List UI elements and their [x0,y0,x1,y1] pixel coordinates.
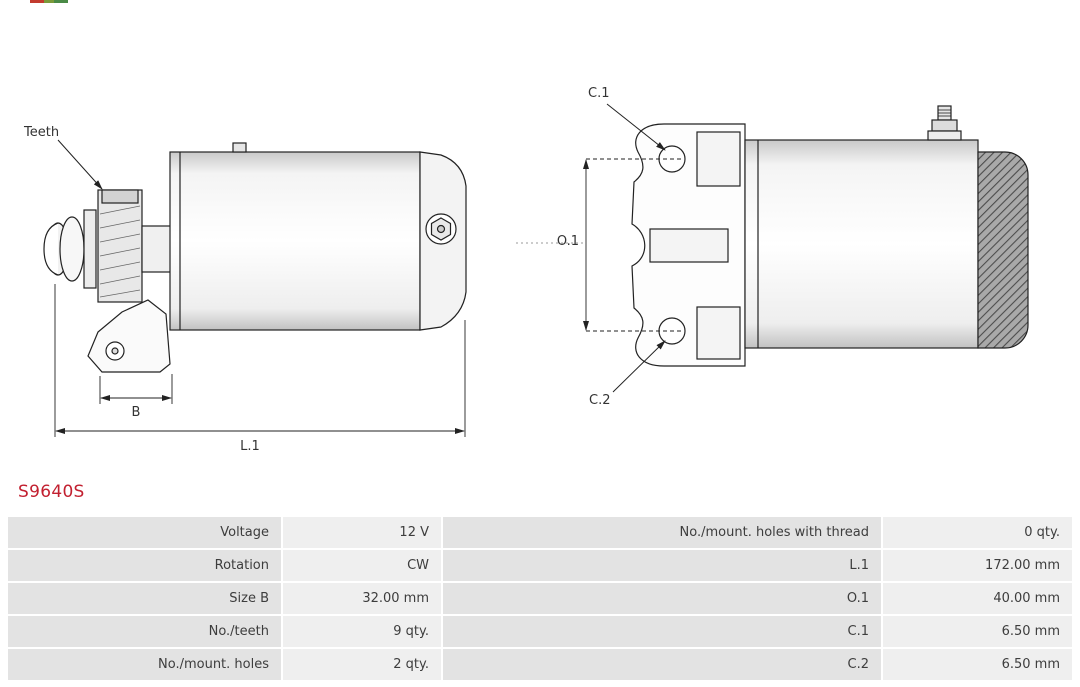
spec-label: Voltage [8,517,281,548]
spec-value: 0 qty. [883,517,1072,548]
logo-fragment [30,0,68,3]
motor-body [169,142,421,331]
part-number: S9640S [18,482,85,502]
spec-label: No./teeth [8,616,281,647]
drive-end-cap [43,209,97,289]
ribbed-rear-cover [977,151,1029,349]
spec-label: C.2 [443,649,881,680]
spec-label: C.1 [443,616,881,647]
spec-value: 9 qty. [283,616,441,647]
c2-leader [612,340,666,393]
l1-dimension-label: L.1 [240,439,260,454]
spec-row: Rotation CW L.1 172.00 mm [8,550,1072,581]
spec-value: 6.50 mm [883,616,1072,647]
dimension-l1 [54,284,466,437]
spec-label: O.1 [443,583,881,614]
logo-fragment-olive [44,0,54,3]
dimension-o1 [516,158,684,332]
spec-label: No./mount. holes with thread [443,517,881,548]
o1-label: O.1 [557,234,579,249]
spec-value: 32.00 mm [283,583,441,614]
mounting-bracket [87,299,171,373]
terminal-stud [927,105,962,141]
logo-fragment-green [54,0,68,3]
spec-value: 12 V [283,517,441,548]
spec-value: CW [283,550,441,581]
mounting-flange [631,123,746,367]
c2-label: C.2 [589,393,610,408]
motor-body-right [744,139,979,349]
dimension-b [99,374,173,404]
spec-row: No./mount. holes 2 qty. C.2 6.50 mm [8,649,1072,680]
spec-row: Size B 32.00 mm O.1 40.00 mm [8,583,1072,614]
c1-leader [606,103,666,151]
spec-row: No./teeth 9 qty. C.1 6.50 mm [8,616,1072,647]
spec-label: Rotation [8,550,281,581]
spec-row: Voltage 12 V No./mount. holes with threa… [8,517,1072,548]
right-view-drawing [516,103,1029,393]
teeth-callout [57,139,103,190]
b-dimension-label: B [132,405,141,420]
teeth-label: Teeth [23,125,59,140]
left-view-drawing [43,139,467,437]
spec-label: Size B [8,583,281,614]
pinion-gear [97,189,143,303]
spec-label: L.1 [443,550,881,581]
c1-label: C.1 [588,86,609,101]
spec-table: Voltage 12 V No./mount. holes with threa… [8,517,1072,682]
pinion-shaft [141,225,173,273]
spec-value: 6.50 mm [883,649,1072,680]
spec-label: No./mount. holes [8,649,281,680]
rear-end-cap [419,151,467,331]
spec-value: 2 qty. [283,649,441,680]
starter-motor-technical-drawing: Teeth B L.1 [23,86,1029,454]
logo-fragment-red [30,0,44,3]
spec-value: 40.00 mm [883,583,1072,614]
spec-value: 172.00 mm [883,550,1072,581]
